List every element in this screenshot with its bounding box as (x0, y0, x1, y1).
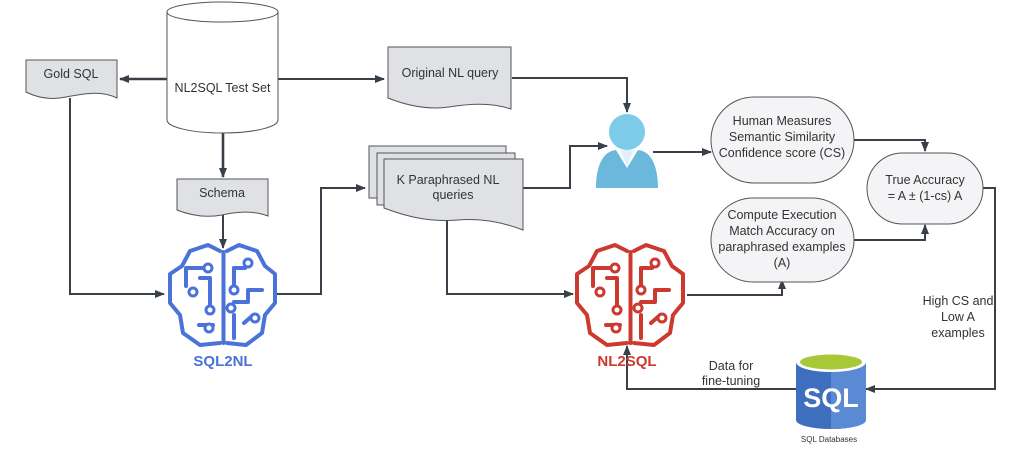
test-set-cylinder-top (166, 1, 279, 23)
schema-document (176, 178, 269, 217)
sql-db-body-highlight (831, 362, 866, 429)
true-accuracy-node[interactable]: True Accuracy = A ± (1-cs) A (866, 152, 984, 225)
human-measures-node[interactable]: Human Measures Semantic Similarity Confi… (710, 96, 855, 184)
fine-tuning-line-2: fine-tuning (702, 374, 760, 388)
nl2sql-label: NL2SQL (597, 353, 656, 370)
compute-execution-line-4: (A) (774, 256, 791, 270)
human-measures-line-2: Semantic Similarity (729, 130, 836, 144)
gold-sql-node[interactable]: Gold SQL (25, 59, 118, 99)
gold-sql-label: Gold SQL (44, 67, 99, 81)
schema-label: Schema (199, 186, 245, 200)
compute-execution-line-3: paraphrased examples (718, 240, 845, 254)
nl2sql-brain-icon (575, 243, 685, 347)
compute-execution-line-2: Match Accuracy on (729, 224, 835, 238)
user-head-icon (609, 114, 645, 150)
test-set-node[interactable]: NL2SQL Test Set (166, 1, 279, 134)
schema-node[interactable]: Schema (176, 178, 269, 217)
fine-tuning-line-1: Data for (709, 359, 753, 373)
nl2sql-model-node[interactable]: NL2SQL (575, 243, 685, 370)
fine-tuning-label: Data for fine-tuning (702, 359, 760, 388)
paraphrased-label-line-1: K Paraphrased NL (397, 173, 500, 187)
original-query-label: Original NL query (402, 66, 500, 80)
user-body-icon (596, 150, 658, 188)
gold-sql-document (25, 59, 118, 99)
high-cs-line-2: Low A (941, 310, 976, 324)
edge-paraphrased-to-human (523, 142, 608, 189)
sql-databases-node[interactable]: SQL SQL Databases (796, 352, 866, 444)
original-query-node[interactable]: Original NL query (387, 46, 512, 110)
compute-execution-shape (710, 197, 855, 283)
human-measures-shape (710, 96, 855, 184)
paraphrased-document-front (383, 158, 524, 231)
edge-goldsql-to-sql2nl (69, 98, 165, 298)
sql-db-top-icon (800, 354, 862, 370)
true-accuracy-formula: = A ± (1-cs) A (888, 189, 963, 203)
high-cs-line-1: High CS and (923, 294, 994, 308)
human-measures-line-3: Confidence score (CS) (719, 146, 845, 160)
sql2nl-brain-nodes (187, 257, 261, 334)
sql-db-caption: SQL Databases (801, 435, 857, 444)
paraphrased-label-line-2: queries (433, 188, 474, 202)
user-collar-icon (620, 150, 634, 166)
edges (69, 75, 996, 393)
true-accuracy-line-1: True Accuracy (885, 173, 965, 187)
high-cs-low-a-label: High CS and Low A examples (923, 294, 994, 340)
human-measures-line-1: Human Measures (733, 114, 832, 128)
edge-sql2nl-to-paraphrased (275, 184, 366, 295)
paraphrased-queries-node[interactable]: K Paraphrased NL queries (368, 145, 524, 231)
edge-sqldb-to-nl2sql (623, 345, 796, 390)
high-cs-line-3: examples (931, 326, 985, 340)
compute-execution-line-1: Compute Execution (727, 208, 836, 222)
sql2nl-brain-icon (168, 243, 277, 347)
edge-compute-to-true-accuracy (854, 224, 929, 241)
sql2nl-model-node[interactable]: SQL2NL (168, 243, 277, 370)
human-evaluator-node[interactable] (596, 114, 658, 188)
nl2sql-brain-nodes (594, 257, 668, 334)
sql2nl-label: SQL2NL (193, 353, 252, 370)
edge-nl2sql-to-compute (687, 279, 786, 296)
original-query-document (387, 46, 512, 110)
sql-db-logo-text: SQL (803, 383, 859, 413)
true-accuracy-shape (866, 152, 984, 225)
compute-execution-node[interactable]: Compute Execution Match Accuracy on para… (710, 197, 855, 283)
edge-paraphrased-to-nl2sql (446, 215, 574, 298)
test-set-cylinder-body (166, 12, 279, 134)
edge-true-accuracy-to-sqldb (865, 187, 996, 393)
test-set-label: NL2SQL Test Set (175, 81, 271, 95)
edge-original-query-to-human (512, 77, 631, 113)
edge-cs-to-true-accuracy (854, 139, 929, 152)
